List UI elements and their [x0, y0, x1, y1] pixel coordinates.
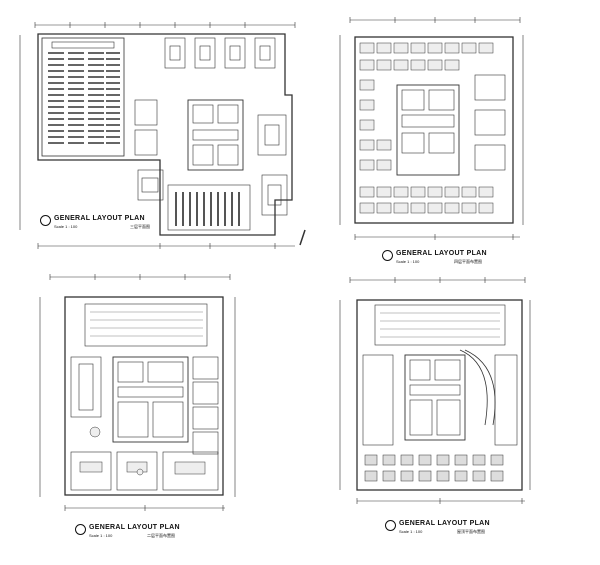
plan-1-subtitle: 三层平面图 [130, 224, 150, 229]
floor-plan-2-drawing [339, 17, 524, 240]
plan-1-scale: Scale 1 : 100 [54, 224, 78, 229]
floor-plan-1 [10, 20, 310, 260]
plan-3-caption-marker [75, 524, 86, 535]
plan-1-title: GENERAL LAYOUT PLAN [54, 215, 145, 222]
plan-1-caption-marker [40, 215, 51, 226]
floor-plan-3-drawing [39, 274, 236, 511]
plan-3-title: GENERAL LAYOUT PLAN [89, 524, 180, 531]
plan-4-scale: Scale 1 : 100 [399, 529, 423, 534]
plan-2-scale: Scale 1 : 100 [396, 259, 420, 264]
floor-plan-1-drawing [19, 22, 306, 249]
plan-2-title: GENERAL LAYOUT PLAN [396, 250, 487, 257]
plan-4-title: GENERAL LAYOUT PLAN [399, 520, 490, 527]
plan-2-caption-marker [382, 250, 393, 261]
plan-4-caption-marker [385, 520, 396, 531]
plan-3-subtitle: 二层平面布置图 [147, 533, 175, 538]
floor-plan-2 [335, 15, 530, 255]
plan-3-scale: Scale 1 : 100 [89, 533, 113, 538]
floor-plan-4-drawing [339, 277, 531, 504]
floor-plan-4 [335, 275, 535, 510]
plan-2-subtitle: 四层平面布置图 [454, 259, 482, 264]
floor-plan-3 [35, 272, 240, 522]
plan-4-subtitle: 屋顶平面布置图 [457, 529, 485, 534]
